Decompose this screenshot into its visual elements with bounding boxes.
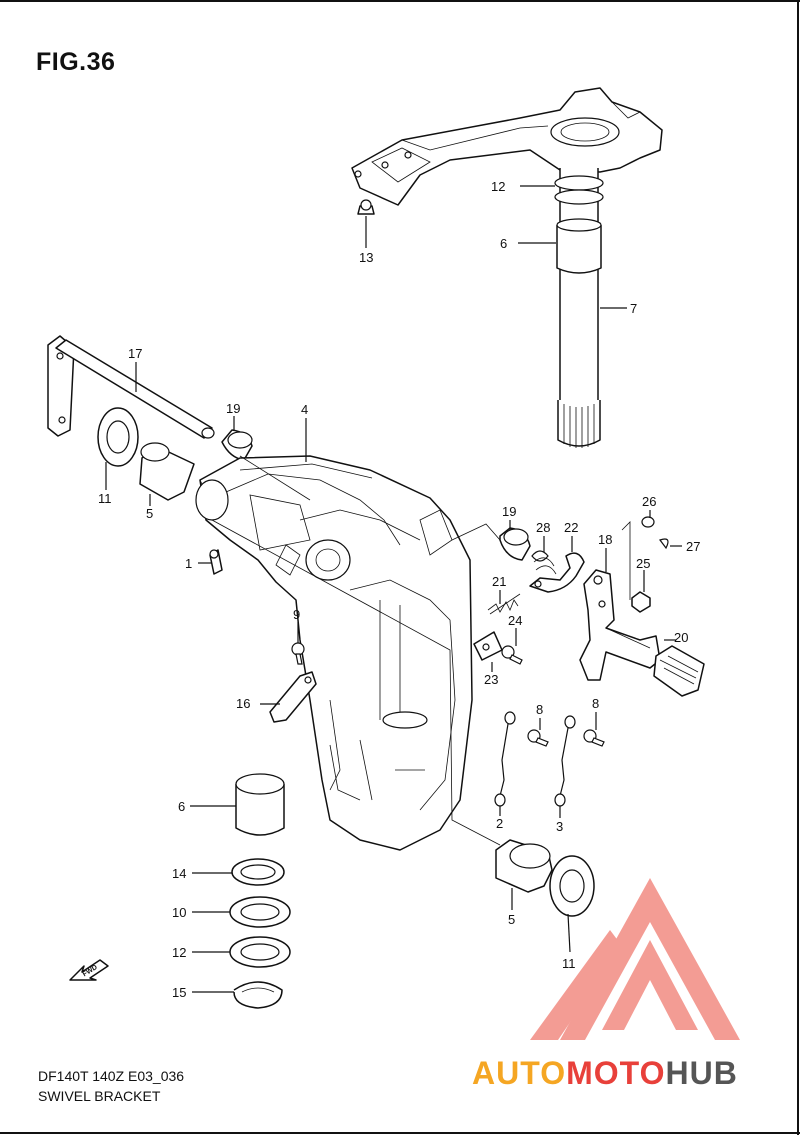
circlip-15 — [233, 981, 283, 1009]
centerline-upper — [239, 455, 311, 501]
centerline-axis — [211, 519, 501, 846]
callout-8-left: 8 — [536, 702, 543, 717]
callout-19-right: 19 — [502, 504, 516, 519]
bushing-right — [499, 527, 531, 561]
washer-26 — [641, 516, 655, 528]
nut-25 — [631, 591, 651, 613]
callout-10: 10 — [172, 905, 186, 920]
washer-left — [97, 407, 139, 467]
callout-11-upper: 11 — [98, 491, 112, 506]
leader-lines — [105, 185, 682, 993]
figure-name: SWIVEL BRACKET — [38, 1088, 161, 1104]
bushing-upper — [221, 429, 253, 461]
callout-1: 1 — [185, 556, 192, 571]
washer-12-lower — [229, 936, 291, 968]
centerline-lever — [621, 521, 631, 600]
figure-title: FIG.36 — [36, 48, 116, 76]
callout-2: 2 — [496, 816, 503, 831]
steering-arm — [351, 87, 663, 206]
bolt-8-right — [583, 729, 605, 747]
bush-6-lower — [235, 773, 285, 836]
callout-27: 27 — [686, 539, 700, 554]
callout-25: 25 — [636, 556, 650, 571]
callout-4: 4 — [301, 402, 308, 417]
bolt-1 — [209, 549, 223, 575]
lever-22 — [529, 552, 585, 593]
callout-6-upper: 6 — [500, 236, 507, 251]
svg-text:AUTOMOTOHUB: AUTOMOTOHUB — [472, 1055, 738, 1091]
pin-27 — [659, 538, 669, 550]
callout-14: 14 — [172, 866, 186, 881]
spring-28 — [531, 550, 557, 575]
callout-17: 17 — [128, 346, 142, 361]
callout-3: 3 — [556, 819, 563, 834]
callout-5-upper: 5 — [146, 506, 153, 521]
watermark-moto: MOTO — [566, 1055, 665, 1091]
frame-top-edge — [0, 0, 800, 2]
callout-15: 15 — [172, 985, 186, 1000]
screw-24 — [501, 645, 523, 665]
callout-28: 28 — [536, 520, 550, 535]
callout-12-lower: 12 — [172, 945, 186, 960]
callout-8-right: 8 — [592, 696, 599, 711]
watermark-auto: AUTO — [472, 1055, 566, 1091]
ground-wire-2 — [494, 711, 516, 807]
callout-23: 23 — [484, 672, 498, 687]
bush-5-lower — [495, 839, 553, 893]
pad-20 — [653, 645, 705, 697]
automotohub-watermark: AUTOMOTOHUB — [472, 878, 740, 1091]
grease-nipple — [357, 199, 375, 215]
plate-23 — [473, 631, 503, 661]
frame-bottom-edge — [0, 1132, 800, 1134]
callout-5-lower: 5 — [508, 912, 515, 927]
tilt-tube — [47, 335, 215, 439]
washer-14 — [231, 858, 285, 886]
callout-16: 16 — [236, 696, 250, 711]
swivel-bracket-body — [195, 455, 473, 851]
callout-20: 20 — [674, 630, 688, 645]
centerline-right — [451, 523, 501, 541]
callout-22: 22 — [564, 520, 578, 535]
callout-12-upper: 12 — [491, 179, 505, 194]
trim-lever — [579, 569, 661, 681]
figure-code: DF140T 140Z E03_036 — [38, 1068, 185, 1084]
bush-left — [139, 442, 195, 501]
watermark-triangle-logo — [530, 878, 740, 1040]
washer-11-lower — [549, 855, 595, 917]
callout-labels: 12 6 7 13 17 19 4 11 5 1 19 28 22 18 26 … — [98, 179, 700, 1000]
link-16 — [269, 671, 317, 723]
frame-right-edge — [797, 0, 799, 1135]
callout-6-lower: 6 — [178, 799, 185, 814]
screw-9 — [291, 642, 305, 665]
spring-21 — [487, 593, 521, 615]
ground-wire-3 — [554, 715, 576, 807]
washer-10 — [229, 896, 291, 928]
callout-24: 24 — [508, 613, 522, 628]
callout-13: 13 — [359, 250, 373, 265]
callout-19-upper: 19 — [226, 401, 240, 416]
callout-9: 9 — [293, 607, 300, 622]
callout-26: 26 — [642, 494, 656, 509]
bolt-8-left — [527, 729, 549, 747]
callout-18: 18 — [598, 532, 612, 547]
steering-shaft — [554, 168, 604, 448]
callout-11-lower: 11 — [562, 956, 576, 971]
callout-21: 21 — [492, 574, 506, 589]
fwd-arrow-icon: FWD — [69, 959, 109, 981]
watermark-hub: HUB — [665, 1055, 737, 1091]
callout-7: 7 — [630, 301, 637, 316]
